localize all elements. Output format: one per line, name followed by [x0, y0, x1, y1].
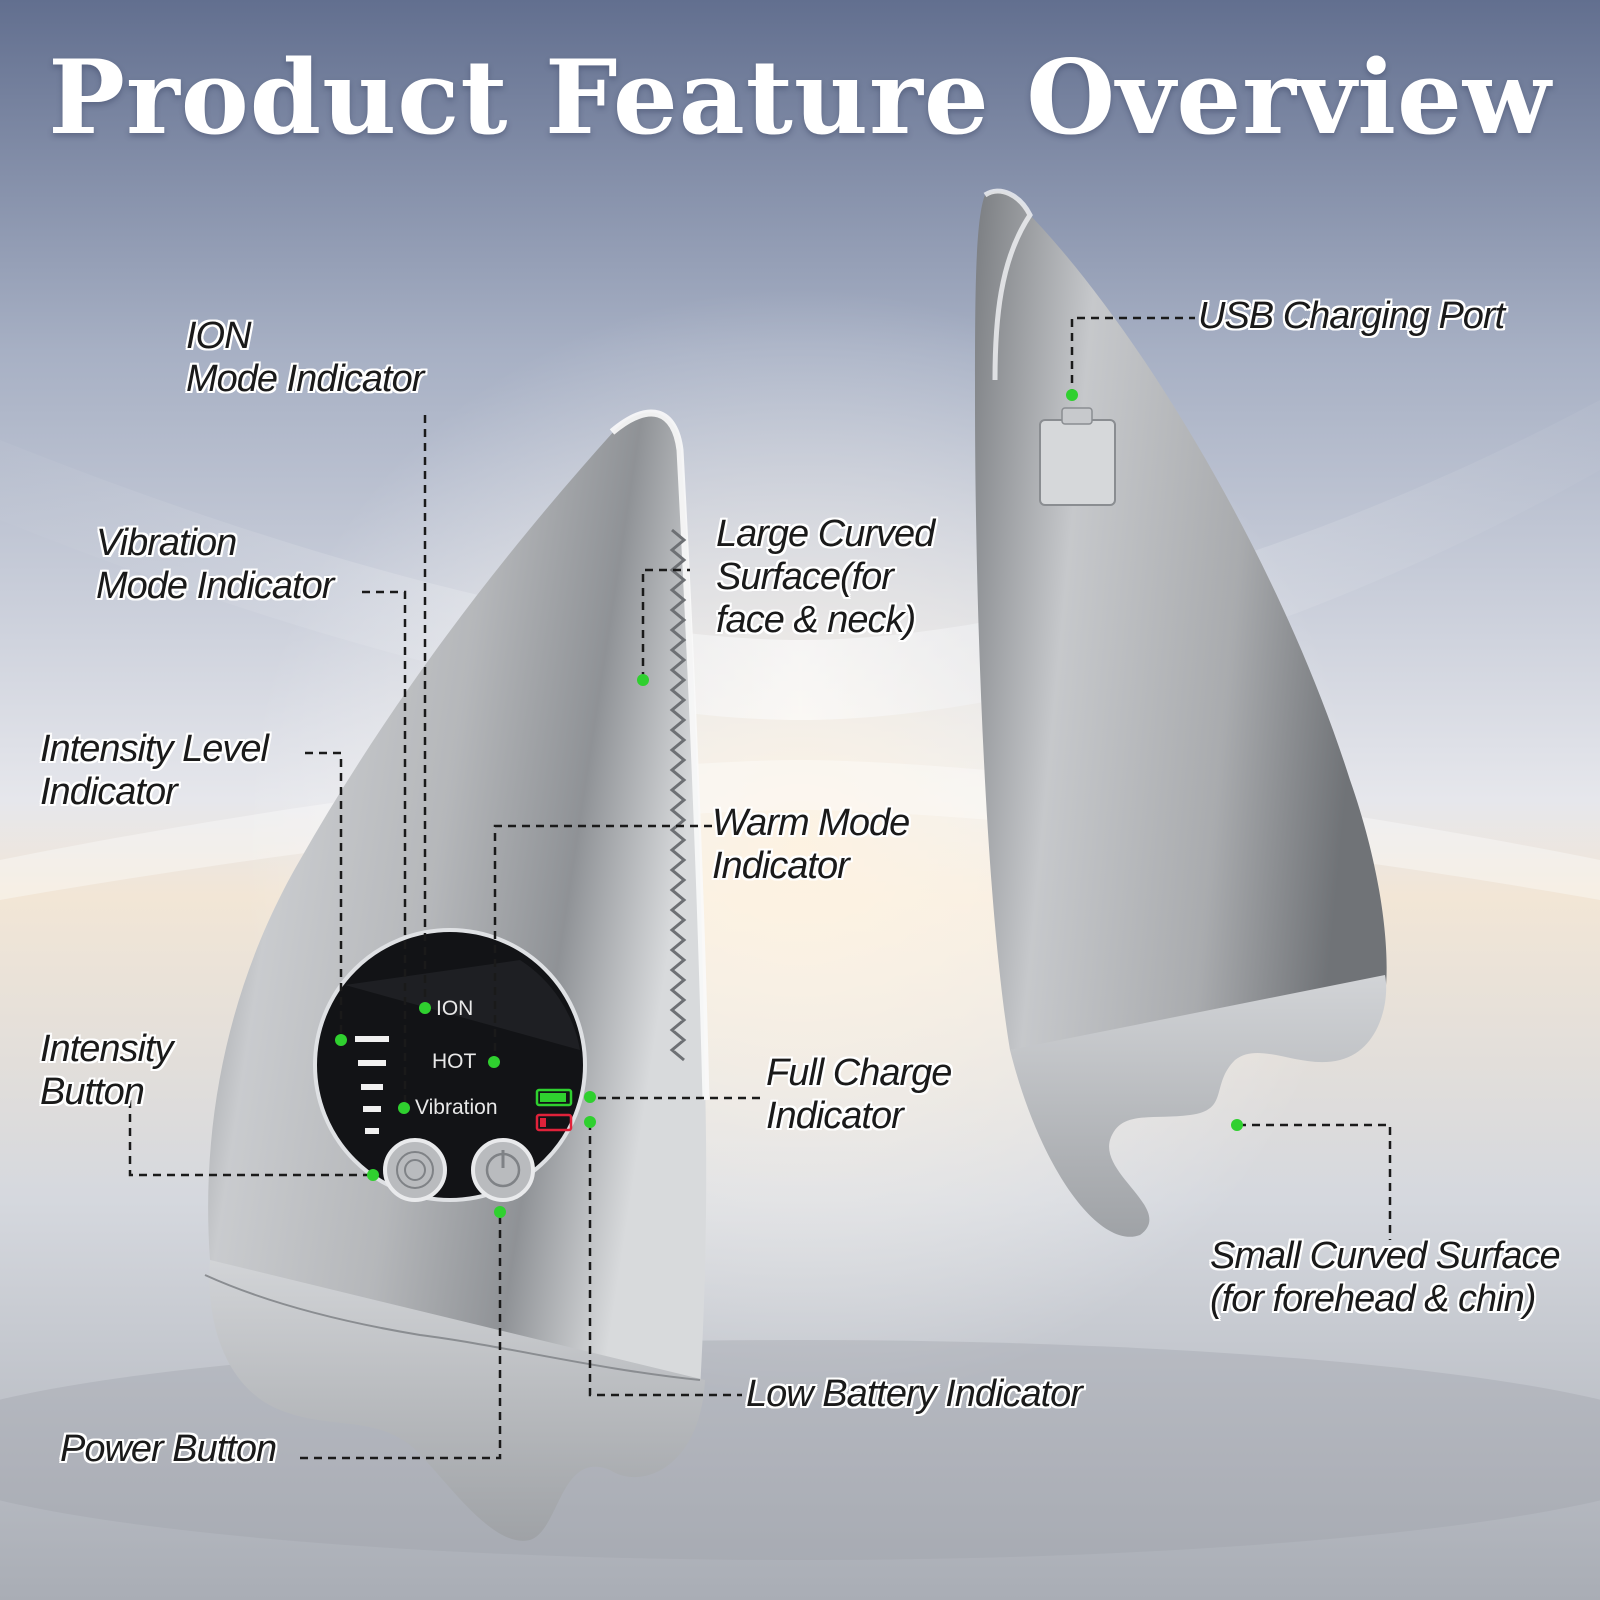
back-device-body	[975, 191, 1387, 1050]
label-small-curved: Small Curved Surface(for forehead & chin…	[1210, 1235, 1561, 1320]
label-power-button: Power Button	[60, 1428, 277, 1470]
intensity-button	[383, 1138, 447, 1202]
intensity-bar-2	[358, 1060, 386, 1066]
back-device-base	[1010, 975, 1387, 1237]
intensity-bar-1	[355, 1036, 389, 1042]
battery-full-icon	[535, 1088, 573, 1107]
usb-port-cover	[1039, 419, 1116, 506]
intensity-bar-5	[365, 1128, 379, 1134]
intensity-bar-3	[361, 1084, 383, 1090]
page-title: Product Feature Overview	[48, 38, 1552, 158]
callout-lines	[128, 316, 1392, 1460]
comb-edge	[669, 528, 687, 1062]
indicator-dots	[335, 389, 1243, 1218]
front-device-base	[209, 1260, 705, 1541]
screen-ion-text: ION	[436, 997, 474, 1020]
power-button	[471, 1138, 535, 1202]
front-device-body	[208, 412, 707, 1390]
screen-hot-text: HOT	[432, 1050, 477, 1073]
label-low-battery: Low Battery Indicator	[746, 1373, 1083, 1415]
screen-vibration-text: Vibration	[415, 1096, 498, 1119]
intensity-bar-4	[363, 1106, 381, 1112]
label-usb-port: USB Charging Port	[1198, 295, 1505, 337]
battery-low-icon	[535, 1113, 573, 1132]
